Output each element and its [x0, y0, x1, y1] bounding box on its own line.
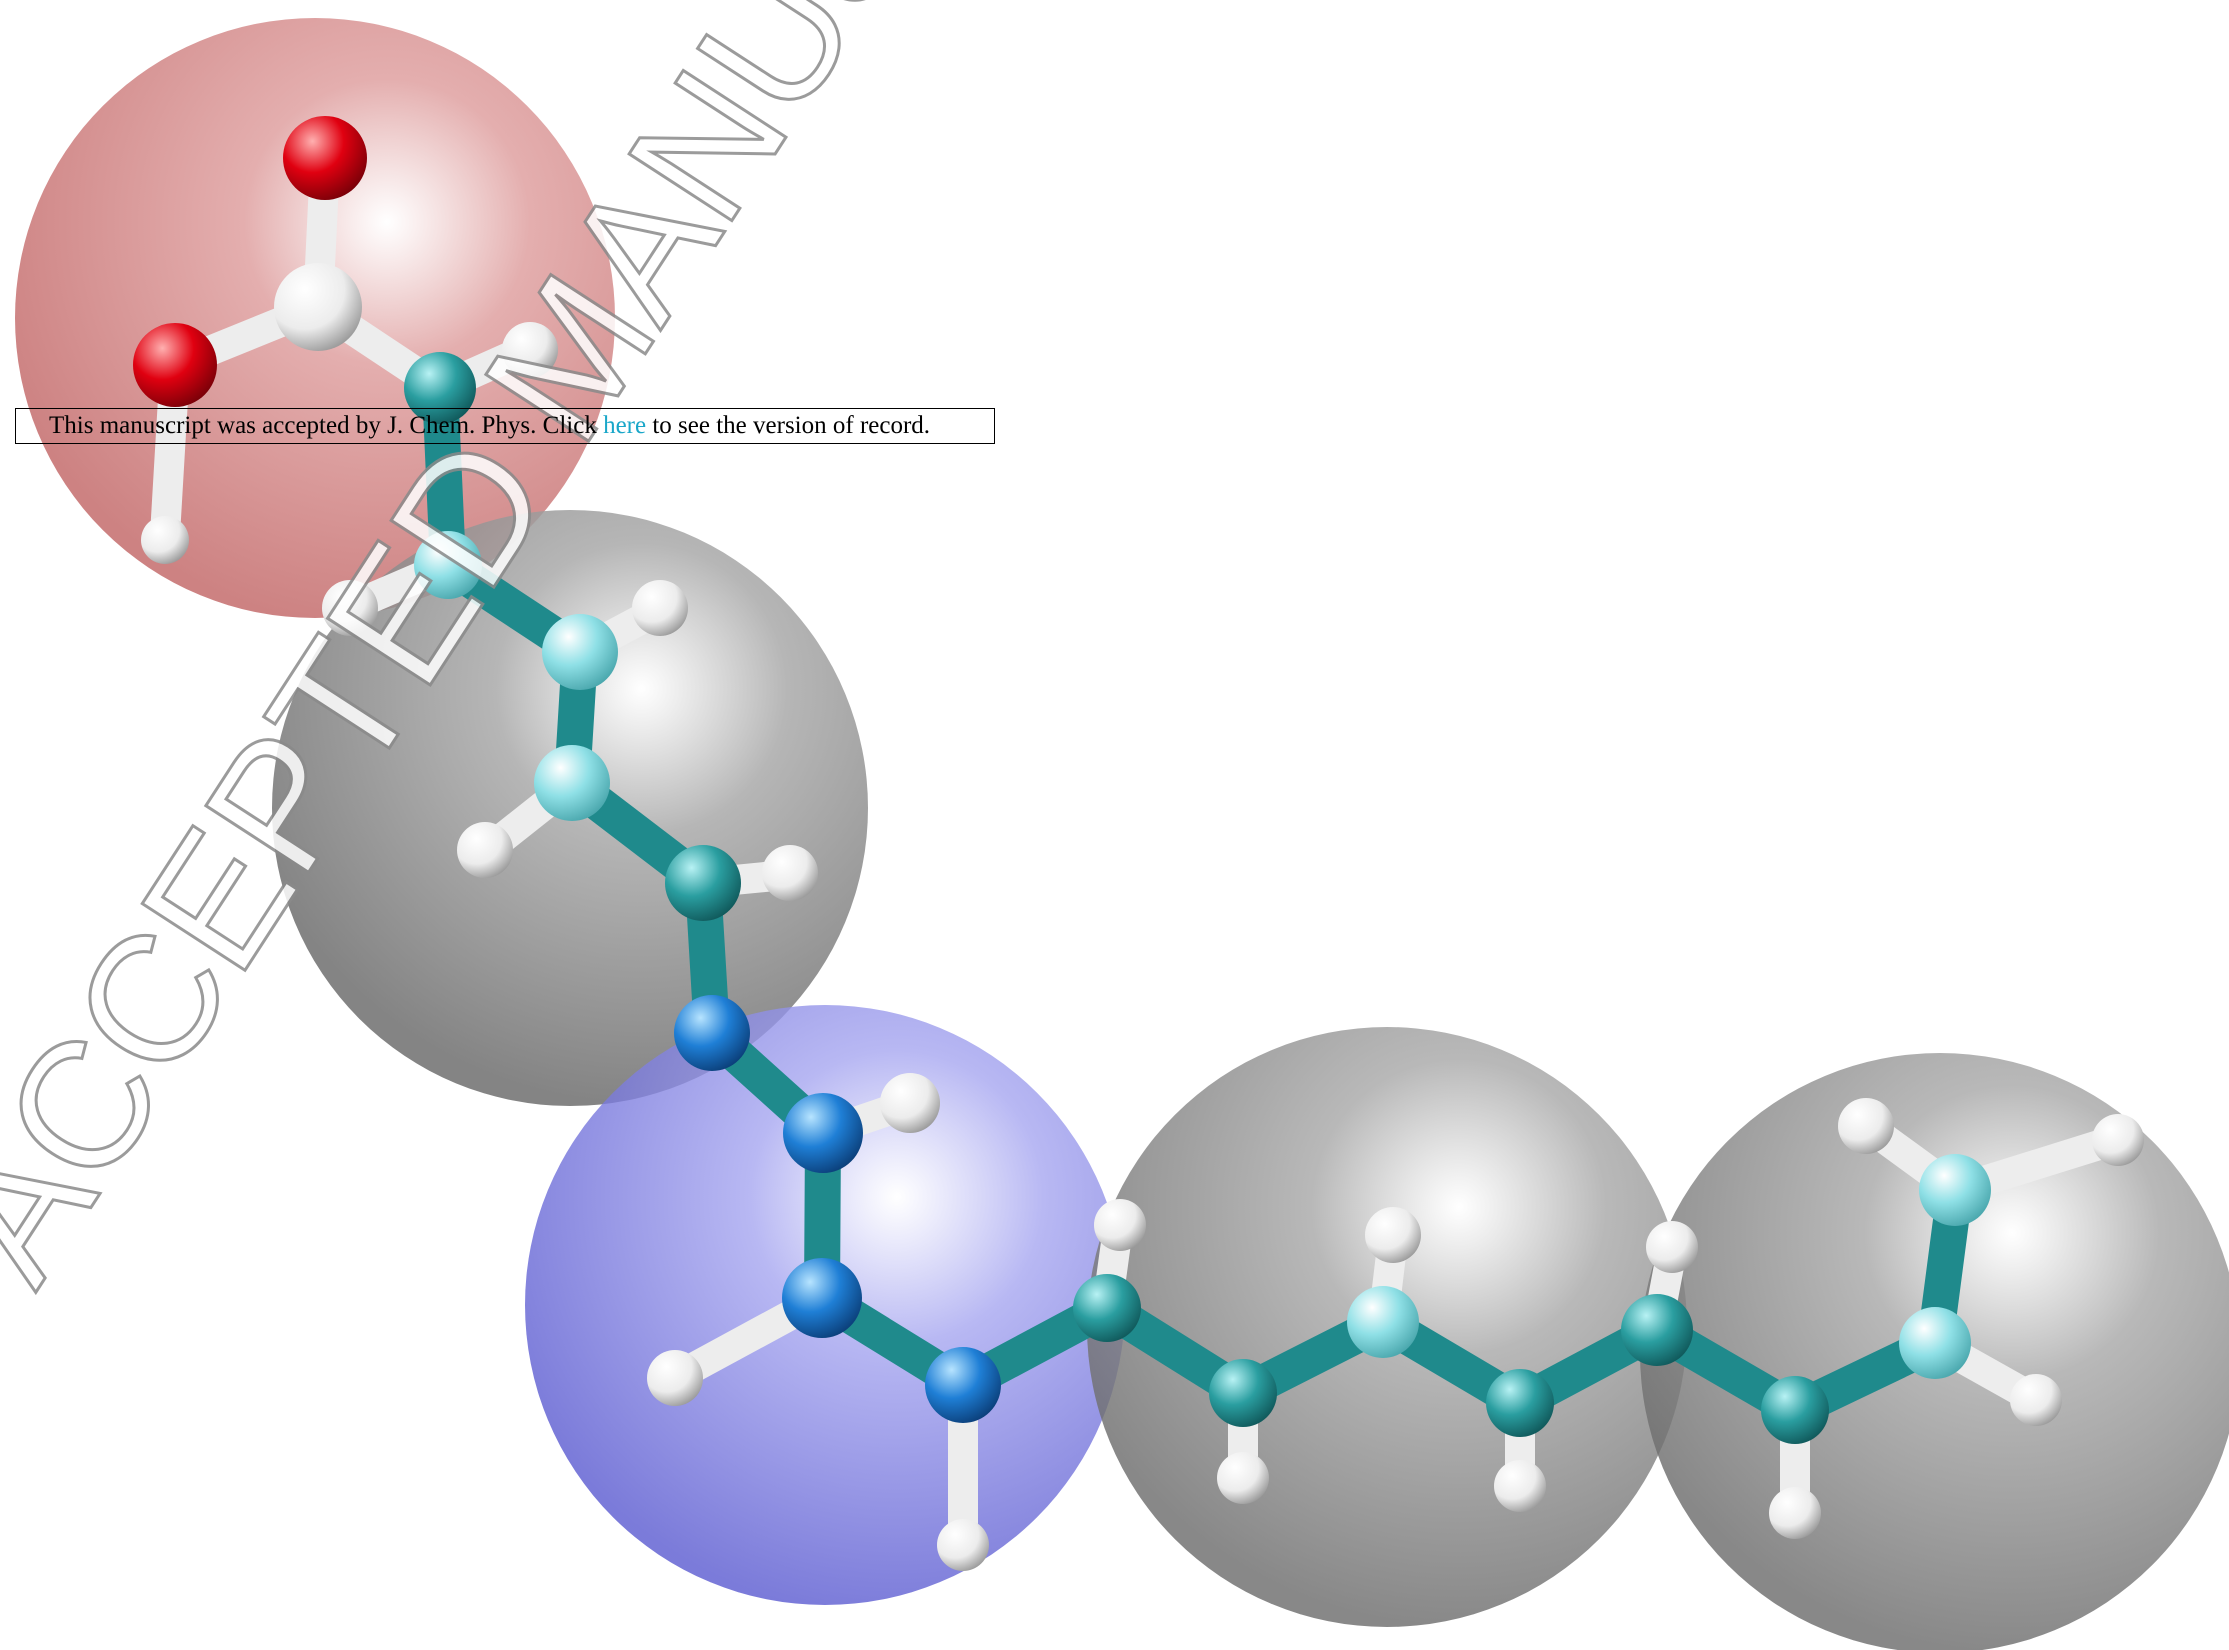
carbon-atom: [1761, 1376, 1829, 1444]
hydrogen-atom: [1769, 1487, 1821, 1539]
carbon-atom: [1486, 1369, 1554, 1437]
hydrogen-atom: [1217, 1452, 1269, 1504]
hydrogen-atom: [502, 322, 558, 378]
hydrogen-atom: [880, 1073, 940, 1133]
hydrogen-atom: [1838, 1098, 1894, 1154]
notice-text-after: to see the version of record.: [646, 412, 931, 439]
hydrogen-atom: [141, 516, 189, 564]
hydrogen-atom: [762, 845, 818, 901]
hydrogen-atom: [274, 263, 362, 351]
nitrogen-atom: [674, 995, 750, 1071]
hydrogen-atom: [1365, 1207, 1421, 1263]
carbon-atom: [1899, 1307, 1971, 1379]
carbon-atom: [542, 614, 618, 690]
carbon-atom: [665, 845, 741, 921]
hydrogen-atom: [632, 580, 688, 636]
hydrogen-atom: [457, 822, 513, 878]
hydrogen-atom: [647, 1350, 703, 1406]
hydrogen-atom: [2010, 1374, 2062, 1426]
hydrogen-atom: [1494, 1460, 1546, 1512]
oxygen-atom: [283, 116, 367, 200]
hydrogen-atom: [1094, 1199, 1146, 1251]
hydrogen-atom: [937, 1519, 989, 1571]
carbon-atom: [1073, 1274, 1141, 1342]
hydrogen-atom: [1646, 1221, 1698, 1273]
carbon-atom: [1919, 1154, 1991, 1226]
oxygen-atom: [133, 323, 217, 407]
carbon-atom: [414, 531, 482, 599]
nitrogen-atom: [782, 1258, 862, 1338]
version-of-record-link[interactable]: here: [603, 412, 647, 439]
carbon-atom: [404, 352, 476, 424]
carbon-atom: [1209, 1359, 1277, 1427]
atom-group: [133, 116, 2144, 1571]
notice-text-before: This manuscript was accepted by J. Chem.…: [49, 412, 604, 439]
bead-group: [15, 18, 2229, 1650]
nitrogen-atom: [783, 1093, 863, 1173]
version-notice: This manuscript was accepted by J. Chem.…: [15, 408, 995, 444]
hydrogen-atom: [322, 580, 378, 636]
carbon-atom: [534, 745, 610, 821]
carbon-atom: [1621, 1294, 1693, 1366]
hydrogen-atom: [2092, 1114, 2144, 1166]
nitrogen-atom: [925, 1347, 1001, 1423]
carbon-atom: [1347, 1286, 1419, 1358]
